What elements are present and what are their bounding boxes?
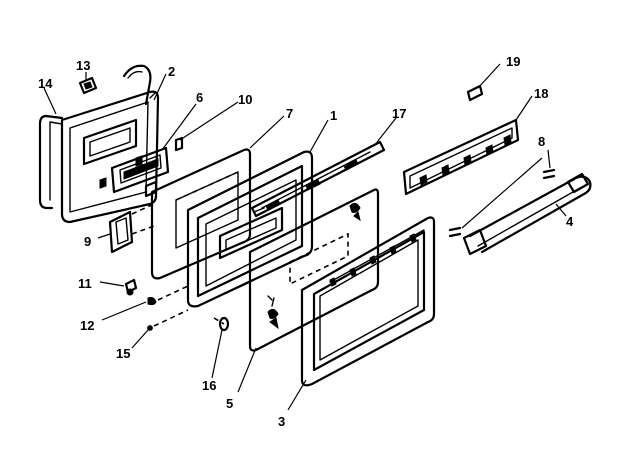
- part-15-small-screw: [147, 309, 189, 331]
- callout-16: 16: [202, 378, 216, 393]
- callout-13: 13: [76, 58, 90, 73]
- callout-8: 8: [538, 134, 545, 149]
- callouts: 14 13 2 6 10 7 1 17 19 18 8 4 9 11 12 15…: [38, 54, 574, 429]
- leader-lines: [43, 63, 567, 411]
- callout-2: 2: [168, 64, 175, 79]
- part-17-rail: [250, 140, 386, 218]
- part-13-clip: [78, 76, 98, 95]
- callout-14: 14: [38, 76, 53, 91]
- part-handle-hook: [122, 64, 152, 106]
- callout-11: 11: [78, 276, 92, 291]
- part-square-block: [144, 180, 158, 198]
- part-6-trim-frame: [110, 146, 170, 194]
- part-18-mount-bar: [402, 118, 520, 196]
- callout-4: 4: [566, 214, 574, 229]
- callout-7: 7: [286, 106, 293, 121]
- callout-9: 9: [84, 234, 91, 249]
- part-14-side-rod: [38, 114, 64, 210]
- callout-19: 19: [506, 54, 520, 69]
- callout-12: 12: [80, 318, 94, 333]
- callout-15: 15: [116, 346, 130, 361]
- part-16-bumper: [213, 316, 230, 332]
- callout-18: 18: [534, 86, 548, 101]
- callout-3: 3: [278, 414, 285, 429]
- part-9-bracket: [108, 203, 155, 254]
- part-8-end-caps: [448, 168, 556, 238]
- callout-17: 17: [392, 106, 406, 121]
- part-4-handle: [462, 172, 592, 256]
- callout-6: 6: [196, 90, 203, 105]
- part-12-pin: [147, 285, 189, 306]
- part-19-clip: [466, 84, 484, 102]
- callout-10: 10: [238, 92, 252, 107]
- callout-1: 1: [330, 108, 337, 123]
- part-5-decorated-glass: [248, 188, 380, 352]
- part-3-outer-frame: [300, 216, 436, 387]
- part-10-tab: [174, 136, 184, 152]
- part-7-inner-glass: [150, 148, 252, 280]
- callout-5: 5: [226, 396, 233, 411]
- part-11-screw: [124, 278, 138, 296]
